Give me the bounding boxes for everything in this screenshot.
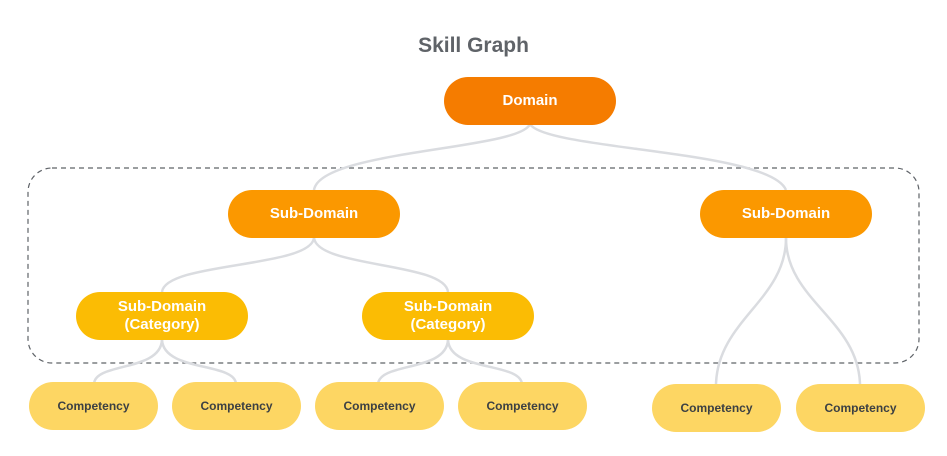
subdomain-label: Sub-Domain xyxy=(269,205,359,222)
domain-label: Domain xyxy=(502,92,558,109)
edge-category-competency-3 xyxy=(376,339,450,385)
competency-label: Competency xyxy=(486,399,559,413)
competency-node-5: Competency xyxy=(652,384,781,432)
edge-subdomain-category-1 xyxy=(160,237,316,293)
edge-subdomain-competency-5 xyxy=(714,237,788,385)
subdomain-label: Sub-Domain xyxy=(741,205,831,222)
category-label-line1: Sub-Domain xyxy=(117,298,207,315)
category-label-line1: Sub-Domain xyxy=(403,298,493,315)
competency-node-6: Competency xyxy=(796,384,925,432)
domain-node: Domain xyxy=(444,77,616,125)
category-label-line2: (Category) xyxy=(410,316,486,333)
competency-label: Competency xyxy=(343,399,416,413)
competency-label: Competency xyxy=(57,399,130,413)
competency-label: Competency xyxy=(200,399,273,413)
edge-subdomain-category-2 xyxy=(312,237,450,293)
subdomain-node-left: Sub-Domain xyxy=(228,190,400,238)
edge-category-competency-4 xyxy=(446,339,524,385)
edge-domain-subdomain-1 xyxy=(312,123,532,191)
edge-subdomain-competency-6 xyxy=(784,237,862,385)
competency-label: Competency xyxy=(680,401,753,415)
category-node-2: Sub-Domain (Category) xyxy=(362,292,534,340)
category-label-line2: (Category) xyxy=(124,316,200,333)
edge-category-competency-2 xyxy=(160,339,238,385)
diagram-title: Skill Graph xyxy=(418,34,529,57)
competency-node-4: Competency xyxy=(458,382,587,430)
category-node-1: Sub-Domain (Category) xyxy=(76,292,248,340)
competency-node-3: Competency xyxy=(315,382,444,430)
edge-domain-subdomain-2 xyxy=(528,123,788,191)
competency-node-2: Competency xyxy=(172,382,301,430)
edge-category-competency-1 xyxy=(92,339,164,385)
competency-label: Competency xyxy=(824,401,897,415)
competency-node-1: Competency xyxy=(29,382,158,430)
subdomain-node-right: Sub-Domain xyxy=(700,190,872,238)
